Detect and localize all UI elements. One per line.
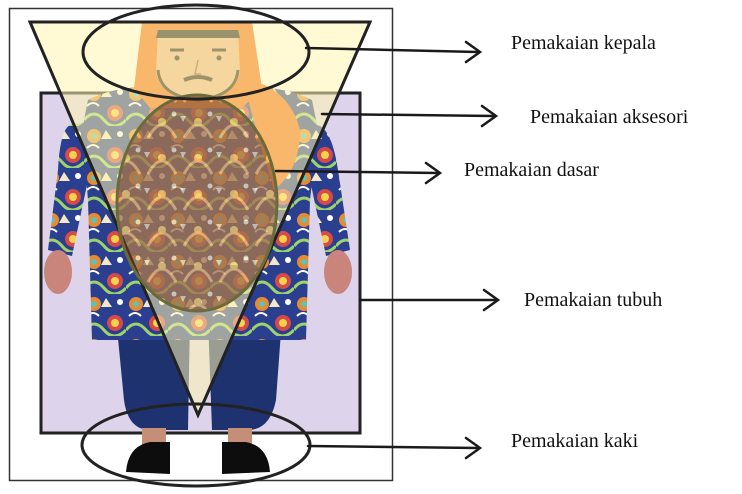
label-head-wear: Pemakaian kepala [511, 33, 656, 53]
right-hand [324, 250, 352, 294]
left-hand [44, 250, 72, 294]
label-accessory-wear: Pemakaian aksesori [530, 107, 688, 127]
label-body-wear: Pemakaian tubuh [524, 290, 662, 310]
label-base-wear: Pemakaian dasar [464, 160, 599, 180]
label-foot-wear: Pemakaian kaki [511, 431, 638, 451]
base-ellipse [117, 95, 277, 311]
